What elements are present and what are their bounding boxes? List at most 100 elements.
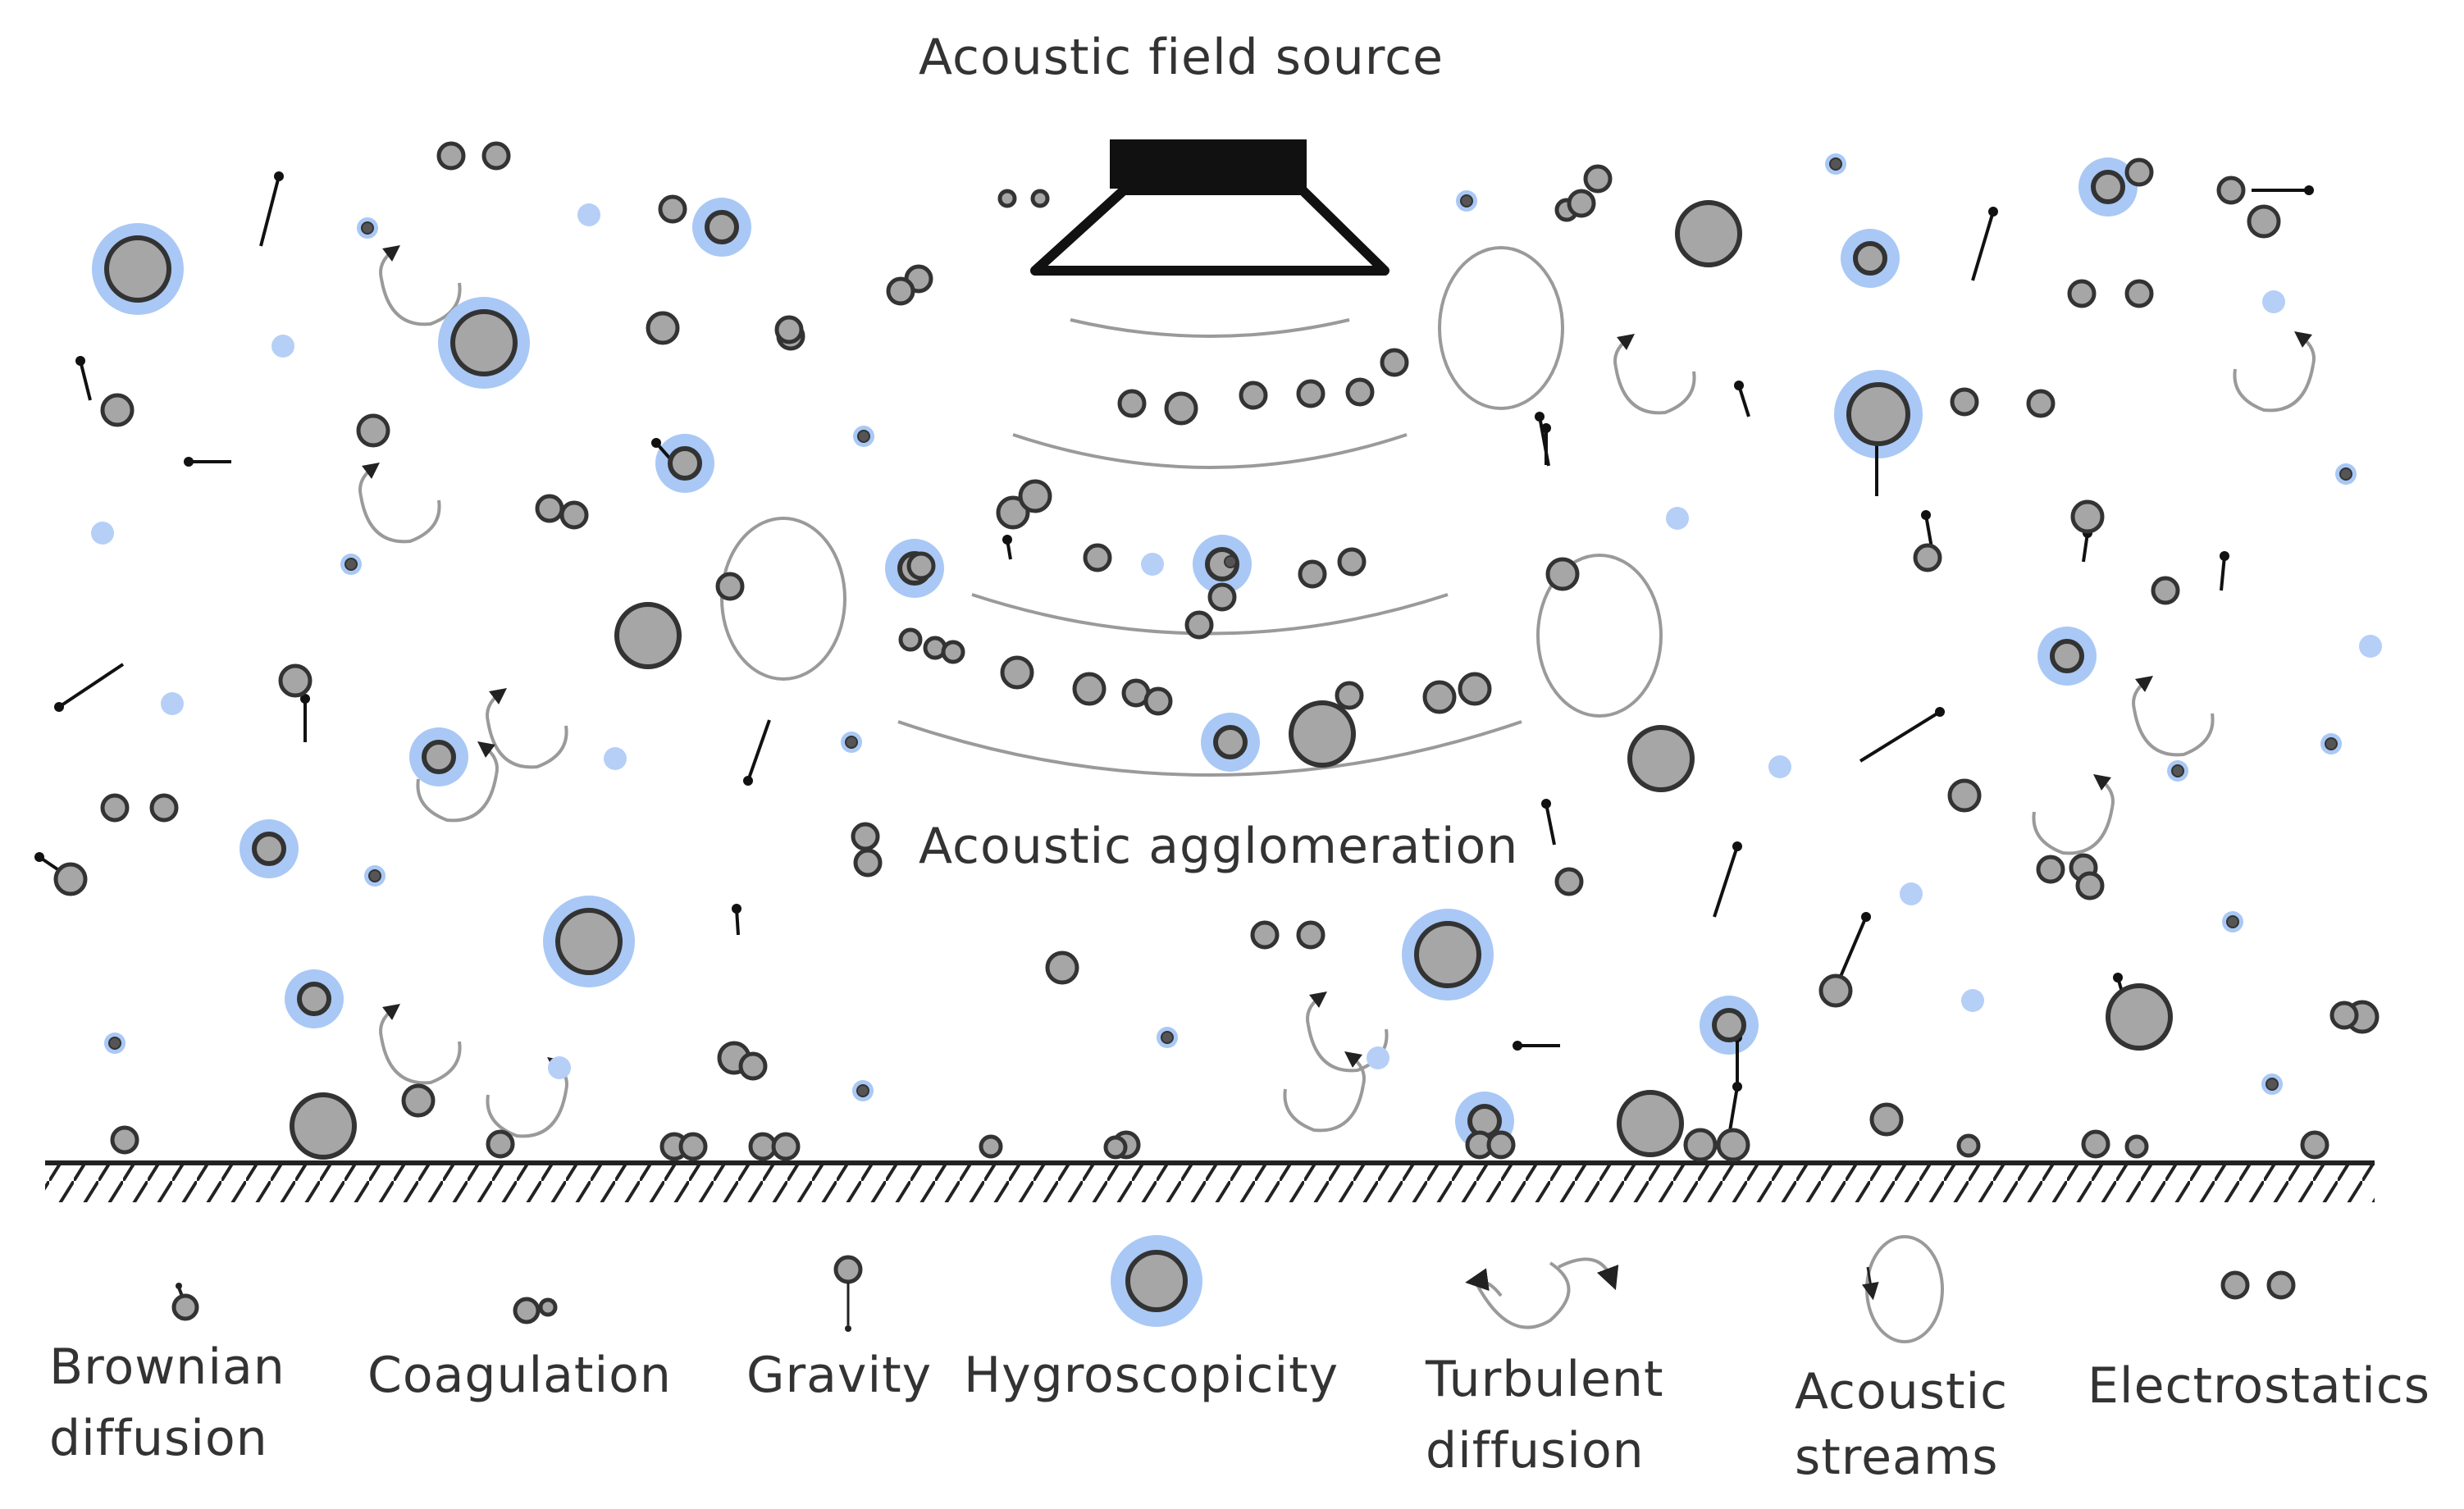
particle-trail (1727, 1086, 1739, 1137)
turbulent-swirl (380, 278, 462, 326)
blue-droplet (604, 747, 627, 770)
hygroscopic-particle (705, 210, 739, 244)
particle (2124, 157, 2154, 187)
particle-trail (1713, 846, 1739, 918)
particle (1950, 387, 1979, 417)
particle (853, 848, 883, 878)
trail-end (274, 171, 284, 181)
legend-coagulation-icon (513, 1297, 558, 1324)
trail-end (184, 457, 194, 467)
turbulent-swirl (2032, 807, 2114, 855)
particle (1345, 377, 1375, 407)
particle (1335, 681, 1364, 710)
turbulent-swirl-arrow (2093, 773, 2115, 809)
blue-droplet (271, 335, 294, 358)
small-particle (845, 736, 858, 749)
particle (2070, 499, 2105, 534)
turbulent-swirl (359, 495, 441, 544)
trail-end (75, 356, 85, 366)
trail-end (1535, 412, 1545, 422)
hygroscopic-particle (252, 832, 286, 866)
hygroscopic-particle (1853, 241, 1887, 276)
particle (1545, 557, 1580, 591)
small-particle (361, 221, 374, 235)
small-particle (2226, 915, 2239, 928)
small-particle (2339, 467, 2352, 481)
particle (1818, 973, 1853, 1008)
particle (646, 311, 680, 345)
acoustic-source-speaker-icon (1030, 139, 1389, 276)
hygroscopic-particle (297, 982, 331, 1016)
small-particle (857, 430, 870, 443)
particle (2081, 1129, 2110, 1159)
small-particle (2325, 737, 2338, 750)
particle (559, 500, 589, 530)
trail-end (1935, 707, 1945, 717)
small-particle (1829, 157, 1842, 171)
particle (535, 494, 564, 523)
particle (2075, 871, 2105, 900)
particle-trail (746, 719, 771, 782)
turbulent-swirl (380, 1037, 462, 1085)
blue-droplet (1367, 1046, 1389, 1069)
particle (149, 793, 179, 823)
particle (1164, 391, 1198, 426)
hygroscopic-particle (668, 446, 702, 481)
particle (290, 1092, 357, 1160)
hygroscopic-particle (2050, 639, 2084, 673)
legend-hygroscopicity-icon (1111, 1235, 1202, 1327)
particle (906, 551, 936, 581)
legend-turbulent-icon (1465, 1257, 1619, 1329)
particle (2329, 1001, 2359, 1030)
particle (1045, 951, 1079, 985)
particle (738, 1051, 768, 1081)
blue-droplet (577, 203, 600, 226)
particle (1296, 379, 1326, 408)
particle (715, 572, 745, 601)
particles (53, 141, 2380, 1162)
particle (774, 315, 804, 344)
blue-droplet (161, 692, 184, 715)
particle (1458, 672, 1492, 706)
blue-droplet (1666, 507, 1689, 530)
particle (2026, 389, 2056, 418)
particle (481, 141, 511, 171)
particle (941, 640, 965, 664)
hygroscopic-particle (1712, 1008, 1746, 1042)
legend-brownian-line1: Brownian (49, 1338, 285, 1396)
blue-droplet (548, 1056, 571, 1079)
particle (1337, 547, 1367, 577)
particle-trail (2220, 555, 2226, 591)
particle (2067, 279, 2097, 308)
turbulent-swirl-arrow (477, 741, 499, 776)
blue-droplet (1900, 882, 1923, 905)
ground-surface (45, 1160, 2375, 1202)
turbulent-swirl (1283, 1084, 1365, 1133)
small-particle (368, 869, 381, 882)
trail-end (651, 438, 661, 448)
acoustic-stream-loops (720, 246, 1663, 718)
particle (2124, 279, 2154, 308)
particle (2151, 576, 2180, 605)
particle (678, 1132, 708, 1161)
particle (1103, 1135, 1128, 1160)
trail-end (1732, 1082, 1742, 1092)
particle (898, 627, 923, 652)
small-particle (1460, 194, 1473, 207)
particle (1018, 479, 1052, 513)
turbulent-swirl (486, 1090, 568, 1138)
legend-acoustic-stream-icon (1861, 1235, 1944, 1343)
particle (2124, 1134, 2149, 1159)
particle (851, 822, 880, 851)
particle (614, 602, 682, 669)
hygroscopic-particle (450, 309, 518, 376)
particle (100, 393, 135, 427)
hygroscopic-particle (555, 908, 623, 975)
particle (658, 194, 687, 224)
particle (2036, 855, 2065, 884)
legend-brownian-line2: diffusion (49, 1410, 268, 1467)
particle (2247, 204, 2281, 239)
particle (1298, 559, 1327, 589)
particle (1869, 1102, 1904, 1137)
